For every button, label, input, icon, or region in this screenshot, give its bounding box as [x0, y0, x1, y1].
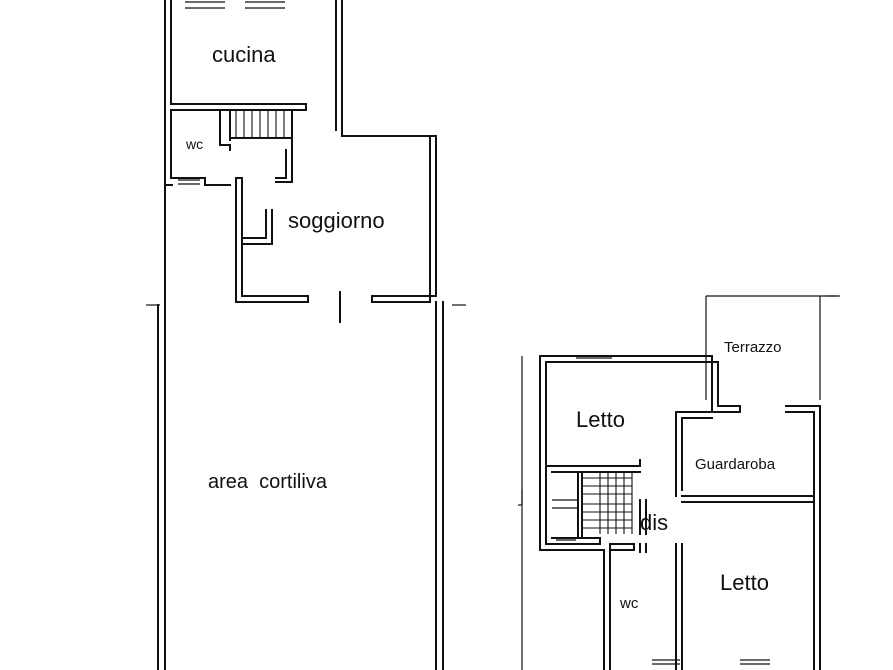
room-label-guardaroba: Guardaroba: [695, 456, 776, 473]
first-floor: Terrazzo Letto Guardaroba dis wc Letto: [518, 295, 840, 670]
first-floor-shell: [518, 355, 821, 670]
room-label-letto-2: Letto: [720, 570, 769, 595]
room-label-letto-1: Letto: [576, 407, 625, 432]
living-walls: [235, 135, 437, 323]
upper-partitions: [545, 411, 815, 535]
ground-stair: [219, 109, 293, 183]
room-label-terrazzo: Terrazzo: [724, 339, 782, 356]
room-label-wc-ground: wc: [185, 136, 203, 152]
room-label-cucina: cucina: [212, 42, 276, 67]
room-label-area-cortiliva: area cortiliva: [208, 471, 328, 493]
upper-stair: [552, 471, 633, 539]
lower-partitions: [609, 543, 770, 670]
room-label-wc-upper: wc: [619, 595, 639, 612]
room-label-dis: dis: [640, 510, 668, 535]
kitchen-walls: [164, 0, 437, 137]
terrace-walls: [705, 295, 840, 400]
ground-floor: cucina wc soggiorno area cortiliva: [146, 0, 466, 670]
room-label-soggiorno: soggiorno: [288, 208, 385, 233]
courtyard-outline: [146, 184, 466, 670]
